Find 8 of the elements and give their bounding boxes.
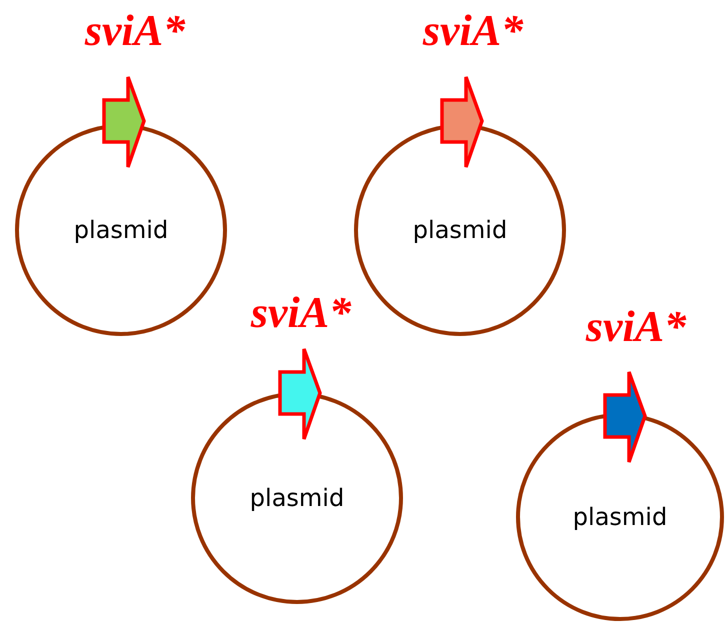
gene-label: sviA* bbox=[584, 302, 688, 352]
plasmid-label: plasmid bbox=[72, 215, 170, 245]
gene-label: sviA* bbox=[84, 6, 186, 56]
gene-label: sviA* bbox=[422, 6, 524, 56]
plasmid-label: plasmid bbox=[248, 483, 346, 513]
plasmid-label: plasmid bbox=[572, 502, 668, 532]
gene-label: sviA* bbox=[250, 288, 352, 338]
plasmid-label: plasmid bbox=[412, 215, 508, 245]
